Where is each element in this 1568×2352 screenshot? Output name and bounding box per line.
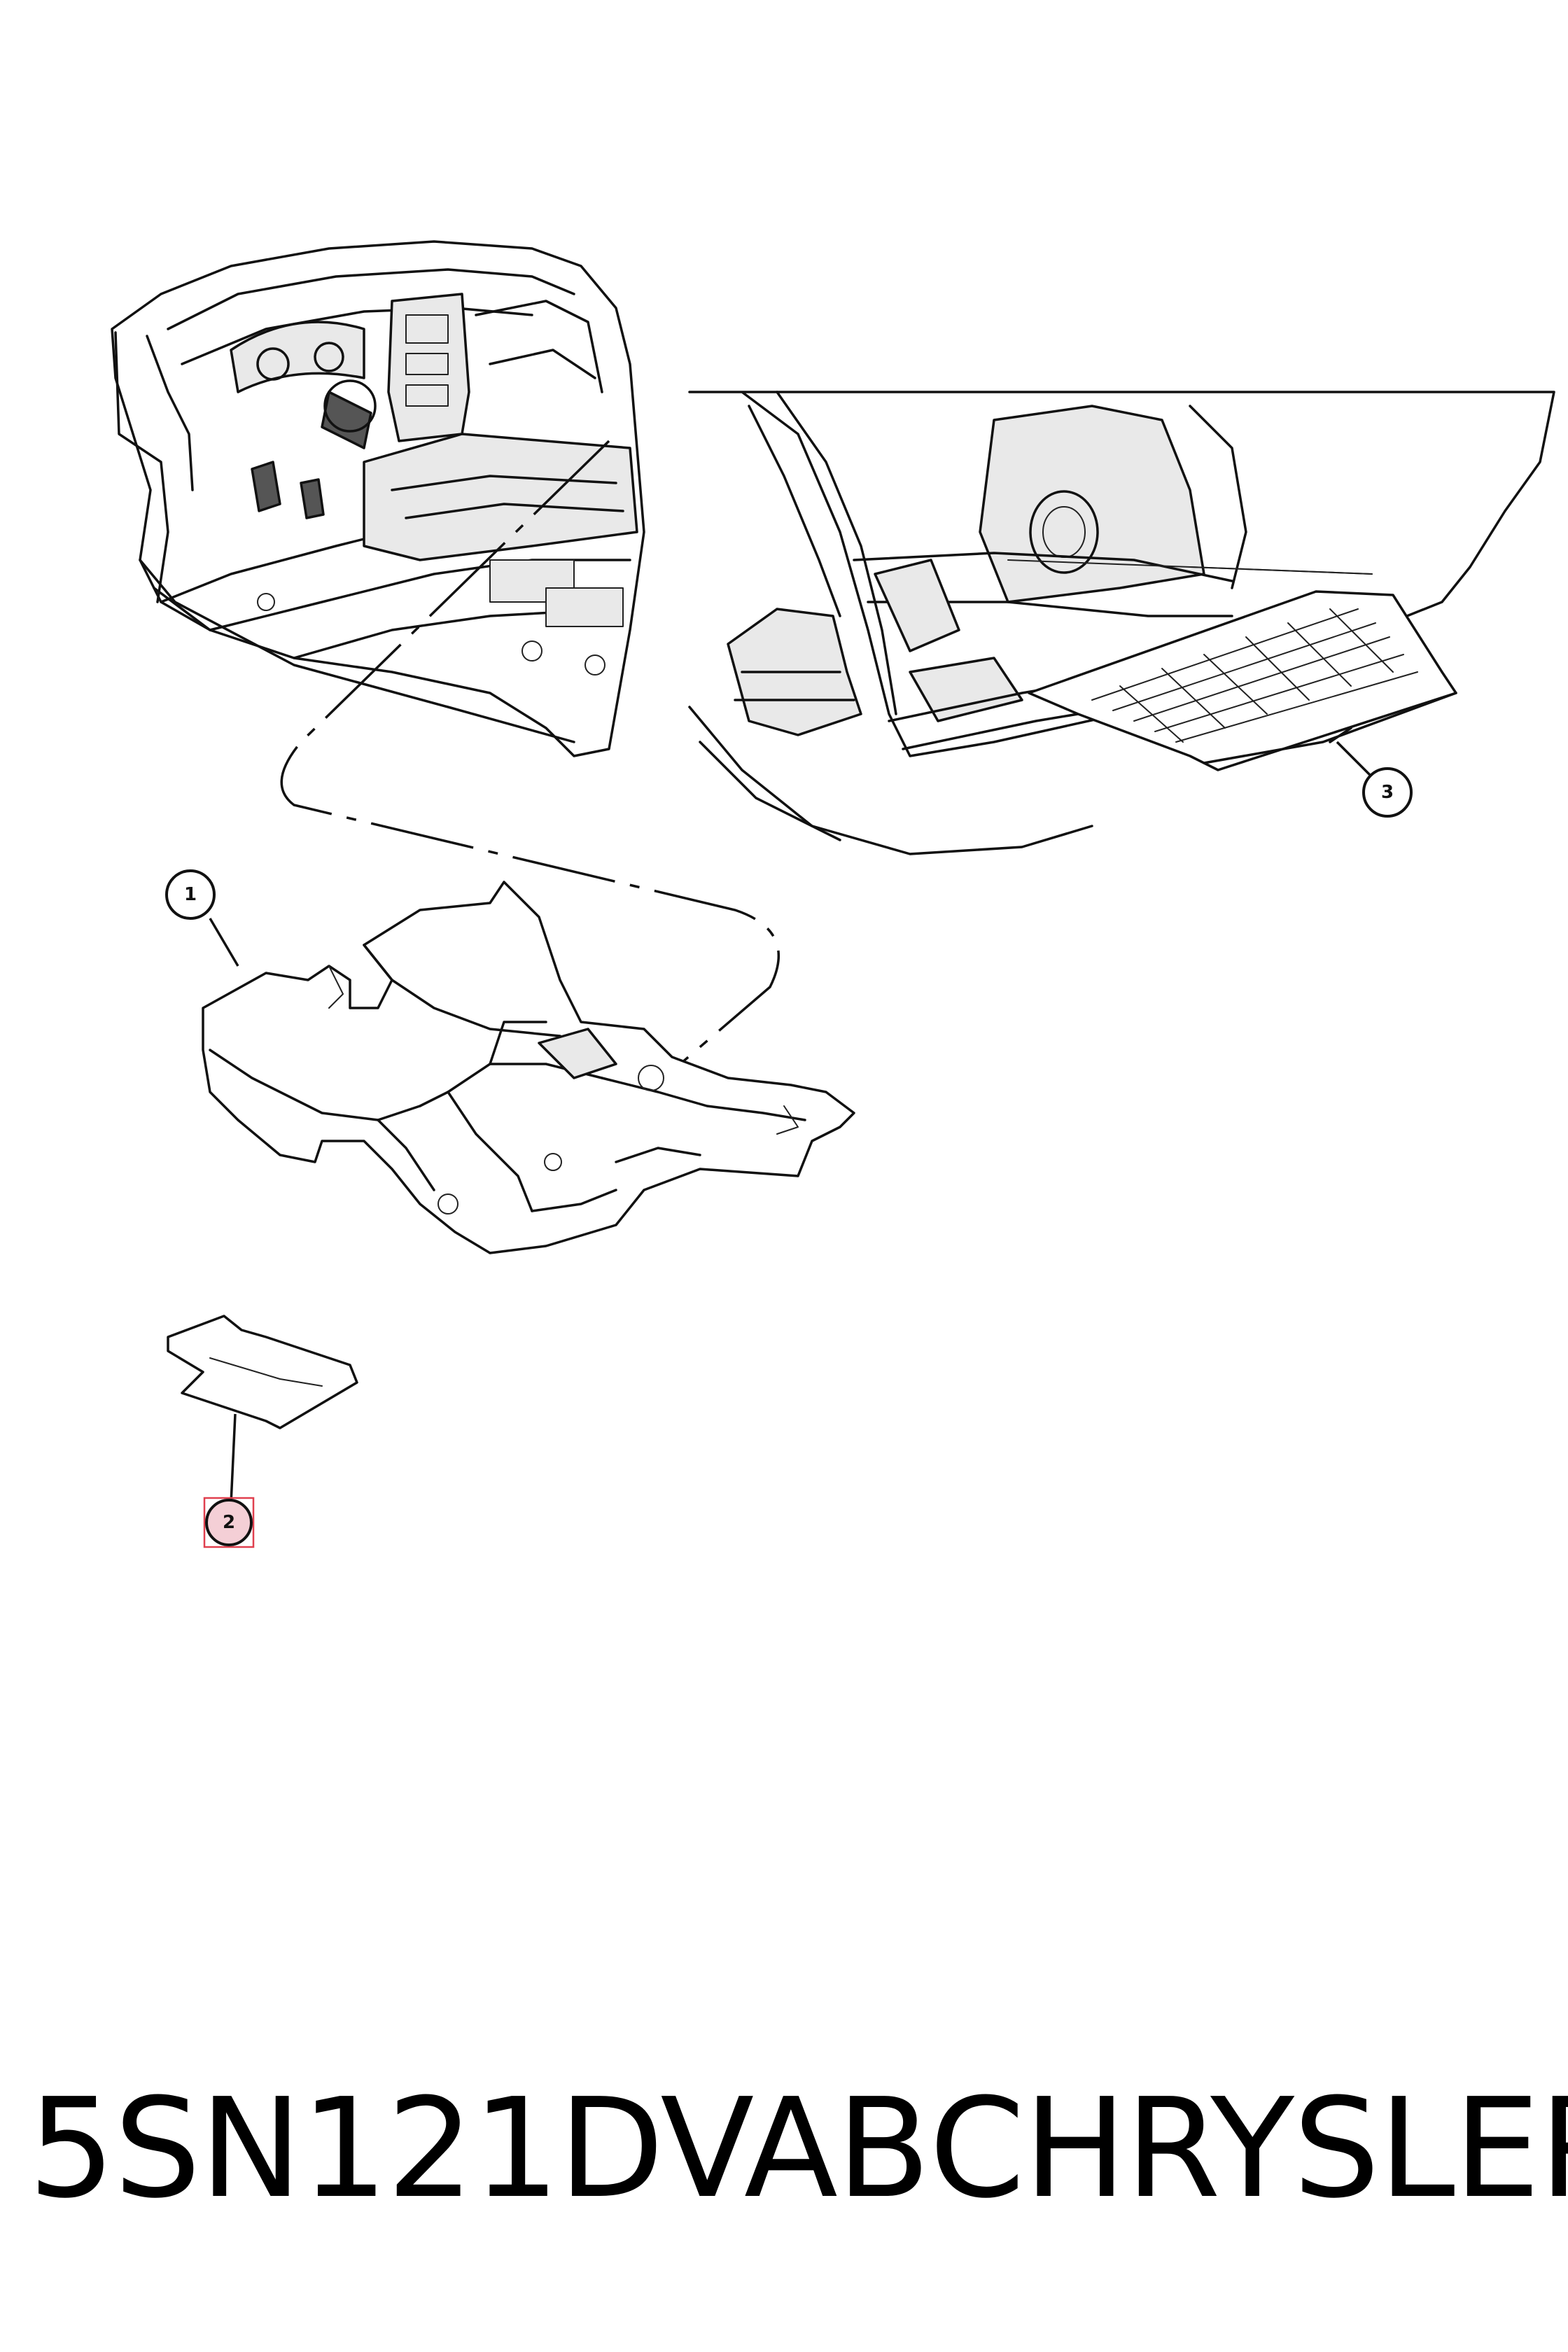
callout-2[interactable]: 2	[203, 1497, 255, 1548]
front-interior-illustration	[111, 240, 645, 757]
callout-3-label: 3	[1381, 782, 1394, 803]
callout-3[interactable]: 3	[1362, 767, 1413, 818]
callout-2-label: 2	[223, 1512, 235, 1533]
part-number: 5SN121DVAB	[28, 2069, 930, 2229]
floor-carpet-illustration	[202, 881, 855, 1254]
dashed-connector-loop	[280, 440, 780, 1072]
callout-2-highlight-box	[203, 1497, 255, 1548]
brand-name: CHRYSLER	[929, 2069, 1568, 2229]
floor-mat-illustration	[167, 1315, 358, 1429]
callout-3-leader	[1336, 741, 1373, 778]
cargo-area-illustration	[688, 391, 1555, 855]
callout-1[interactable]: 1	[165, 869, 216, 920]
callout-2-leader	[230, 1413, 237, 1504]
cargo-mat-illustration	[1028, 590, 1457, 771]
callout-1-label: 1	[184, 884, 197, 905]
callout-1-leader	[209, 918, 239, 967]
caption: 5SN121DVAB CHRYSLER	[28, 2069, 1568, 2229]
